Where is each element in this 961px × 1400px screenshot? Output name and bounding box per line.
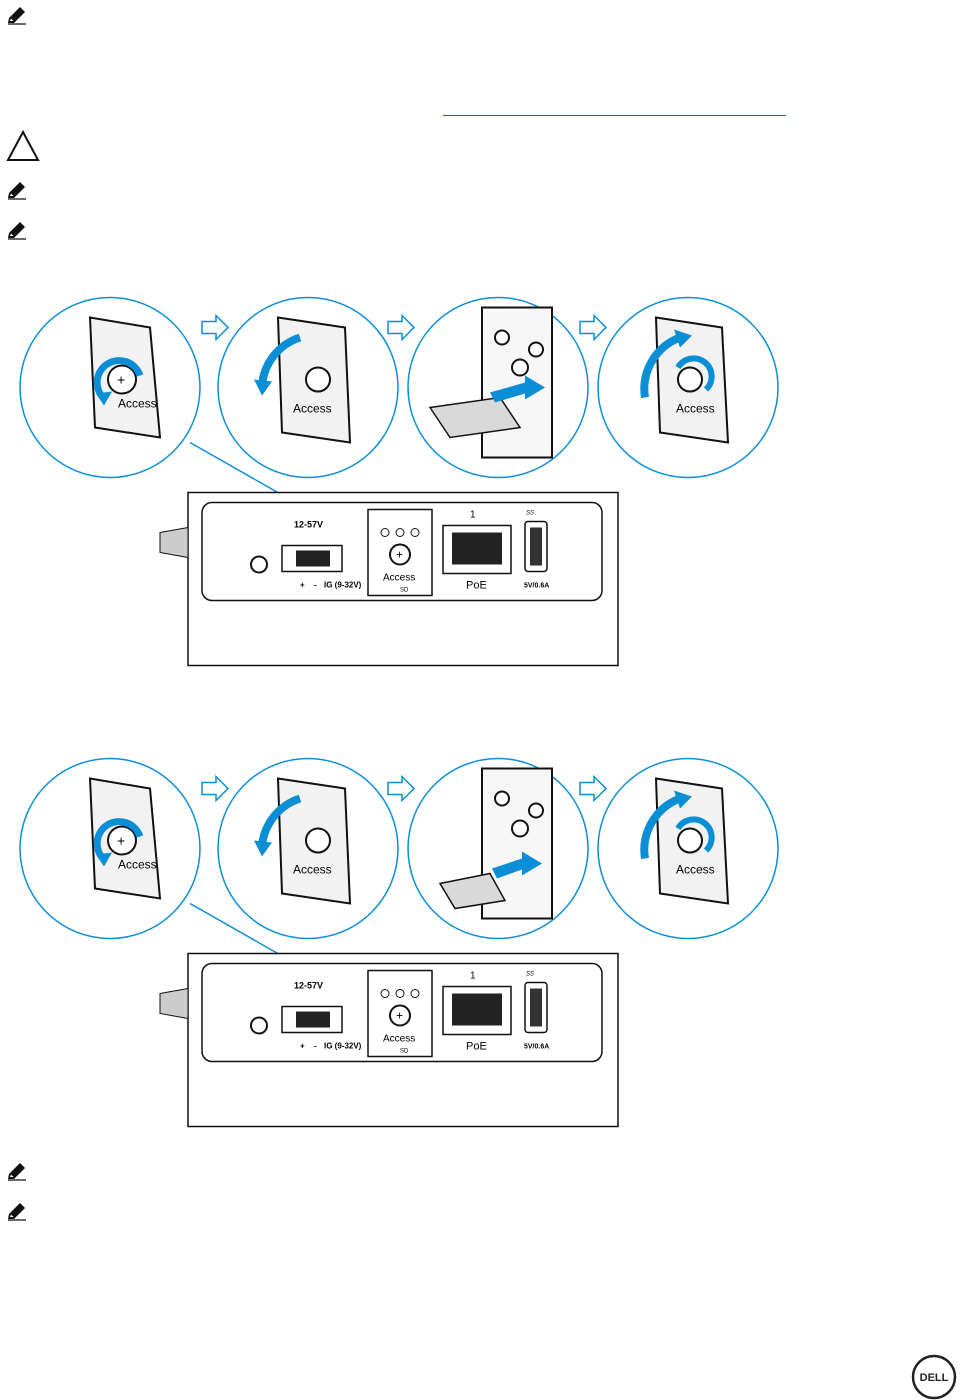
svg-text:1: 1 [470, 510, 476, 521]
svg-text:+: + [300, 1042, 305, 1051]
svg-text:Access: Access [118, 858, 157, 872]
svg-text:PoE: PoE [466, 1041, 487, 1053]
step-arrow-icon [387, 313, 416, 342]
caution-triangle-icon [6, 130, 40, 161]
device-front-panel: 12-57V + - IG (9-32V) + Access SD 1 PoE … [159, 952, 619, 1128]
reference-link[interactable] [443, 115, 786, 116]
svg-text:5V/0.6A: 5V/0.6A [524, 1044, 549, 1051]
step-1-circle: + Access [19, 757, 201, 940]
step-3-circle [407, 757, 589, 940]
step-arrow-icon [579, 313, 608, 342]
svg-text:Access: Access [293, 863, 332, 877]
svg-text:SD: SD [400, 1049, 409, 1055]
microsd-card-install-figure: + Access Access Access [19, 757, 779, 1128]
svg-text:+: + [396, 1009, 403, 1023]
svg-text:+: + [117, 833, 125, 849]
device-front-panel: 12-57V + - IG (9-32V) + Access SD 1 PoE … [159, 491, 619, 667]
step-3-circle [407, 296, 589, 479]
note-icon [8, 182, 26, 200]
svg-text:Access: Access [676, 402, 715, 416]
svg-text:SD: SD [400, 588, 409, 594]
svg-text:12-57V: 12-57V [294, 981, 323, 991]
note-icon [8, 5, 27, 25]
step-4-circle: Access [597, 757, 779, 940]
svg-text:Access: Access [383, 1034, 415, 1045]
svg-text:-: - [314, 1042, 317, 1051]
svg-text:1: 1 [470, 971, 476, 982]
svg-text:+: + [396, 548, 403, 562]
svg-text:DELL: DELL [920, 1372, 949, 1384]
svg-text:+: + [117, 372, 125, 388]
step-1-circle: + Access [19, 296, 201, 479]
svg-text:IG (9-32V): IG (9-32V) [324, 581, 362, 590]
step-arrow-icon [387, 774, 416, 803]
svg-text:5V/0.6A: 5V/0.6A [524, 583, 549, 590]
svg-text:IG (9-32V): IG (9-32V) [324, 1042, 362, 1051]
sd-card-install-figure: + Access Access Access [19, 296, 779, 667]
svg-text:Access: Access [293, 402, 332, 416]
step-4-circle: Access [597, 296, 779, 479]
svg-text:SS: SS [526, 972, 534, 978]
svg-text:PoE: PoE [466, 580, 487, 592]
svg-text:Access: Access [676, 863, 715, 877]
svg-text:12-57V: 12-57V [294, 520, 323, 530]
step-2-circle: Access [217, 296, 399, 479]
step-arrow-icon [201, 774, 230, 803]
svg-text:Access: Access [118, 397, 157, 411]
svg-text:+: + [300, 581, 305, 590]
note-icon [8, 222, 26, 240]
svg-text:SS: SS [526, 511, 534, 517]
svg-text:-: - [314, 581, 317, 590]
dell-logo: DELL [911, 1354, 957, 1400]
note-icon [8, 1203, 26, 1221]
step-arrow-icon [579, 774, 608, 803]
step-2-circle: Access [217, 757, 399, 940]
svg-text:Access: Access [383, 573, 415, 584]
step-arrow-icon [201, 313, 230, 342]
note-icon [8, 1163, 26, 1181]
